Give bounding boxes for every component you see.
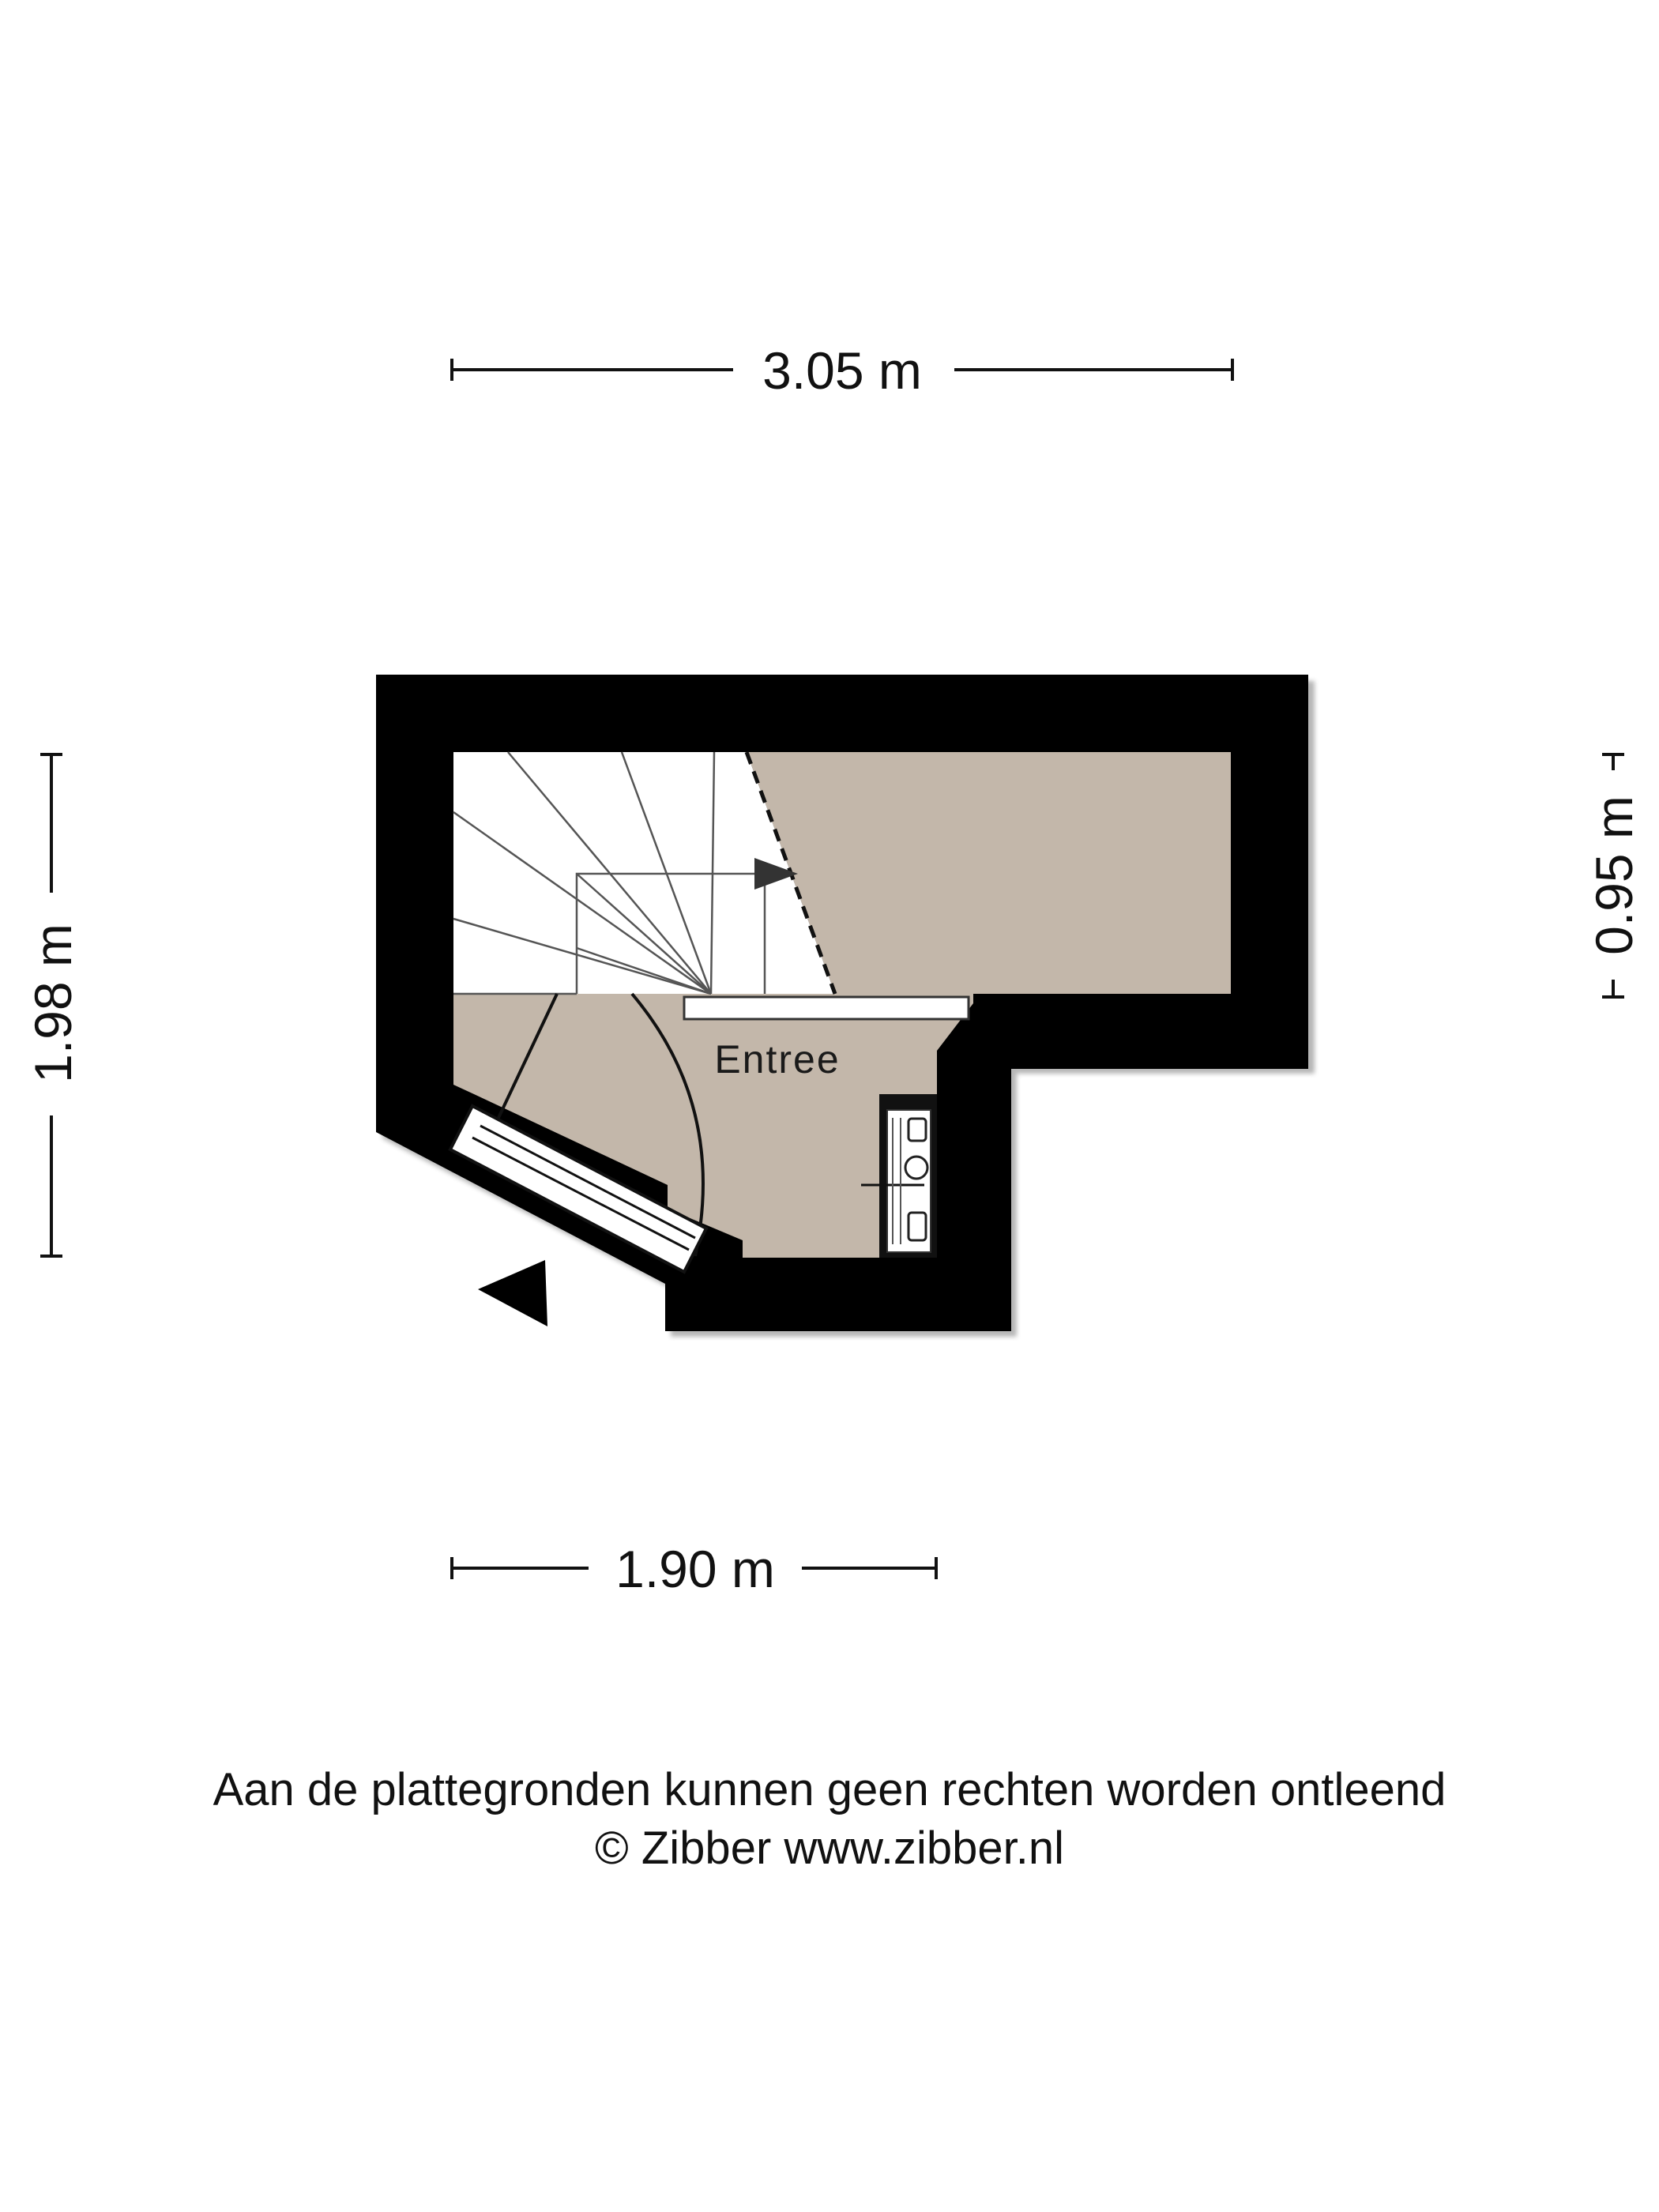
- dimension-bottom-label: 1.90 m: [615, 1540, 775, 1598]
- dimension-right: 0.95 m: [1585, 753, 1643, 999]
- staircase: [453, 751, 837, 995]
- dimension-bottom: 1.90 m: [450, 1540, 938, 1598]
- meter-cupboard: [861, 1094, 937, 1258]
- dimension-right-label: 0.95 m: [1585, 796, 1643, 955]
- meter-icon: [904, 1155, 929, 1180]
- copyright-text: © Zibber www.zibber.nl: [595, 1823, 1064, 1874]
- room-label-entree: Entree: [714, 1037, 840, 1082]
- stair-arrow-icon: [754, 858, 798, 890]
- wall-ledge: [683, 995, 970, 1021]
- dimension-left: 1.98 m: [24, 753, 82, 1258]
- dimension-top: 3.05 m: [450, 341, 1234, 400]
- entrance-door: [448, 992, 709, 1274]
- entrance-arrow-icon: [478, 1260, 547, 1326]
- floor: [453, 752, 1231, 1258]
- disclaimer-text: Aan de plattegronden kunnen geen rechten…: [213, 1764, 1446, 1815]
- entree-floor: [453, 994, 973, 1258]
- upper-floor: [747, 752, 1231, 994]
- dimension-top-label: 3.05 m: [762, 341, 922, 400]
- dimension-left-label: 1.98 m: [24, 924, 82, 1083]
